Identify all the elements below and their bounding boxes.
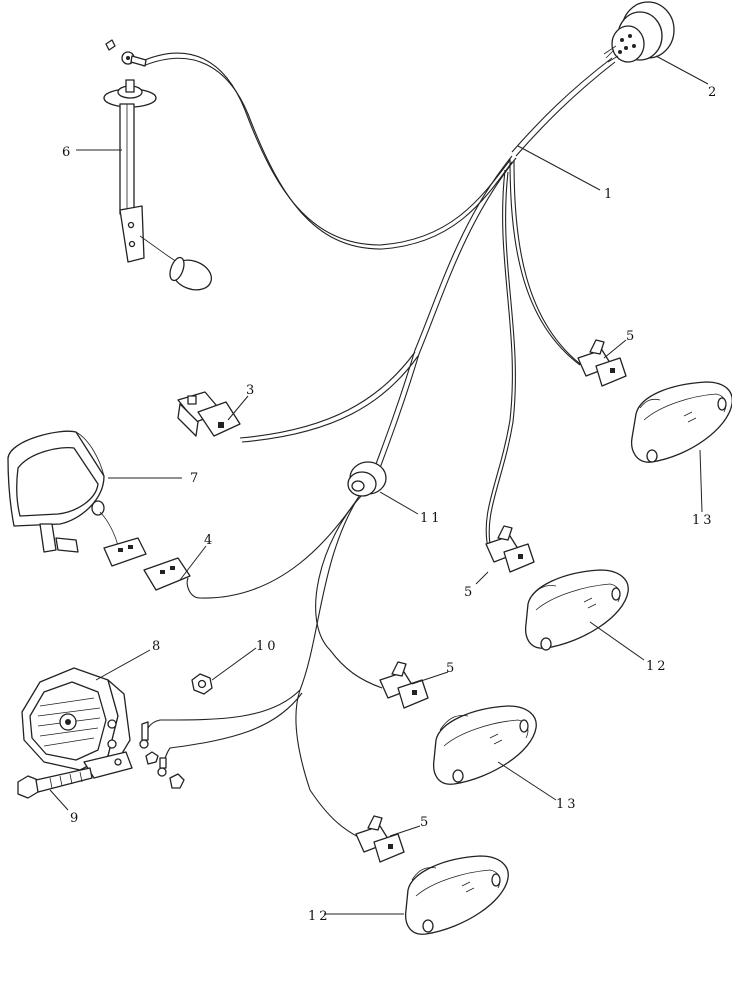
callout-5-bottom: 5 bbox=[420, 815, 431, 830]
callout-13-upper: 13 bbox=[692, 513, 715, 528]
callout-13-lower: 13 bbox=[556, 797, 579, 812]
callout-4: 4 bbox=[204, 533, 215, 548]
connector-5-middle bbox=[379, 661, 429, 709]
callout-labels: 1 2 3 4 5 5 5 5 6 7 8 9 10 11 12 12 13 1… bbox=[62, 85, 719, 924]
connector-3 bbox=[177, 391, 241, 437]
marker-lamp-12-bottom bbox=[404, 855, 509, 935]
level-sender-6 bbox=[103, 39, 213, 291]
connector-5-bottom bbox=[355, 815, 405, 863]
marker-lamp-13-upper bbox=[630, 381, 732, 463]
callout-5-upper-right: 5 bbox=[626, 329, 637, 344]
callout-8: 8 bbox=[152, 639, 163, 654]
callout-5-middle: 5 bbox=[446, 661, 457, 676]
grommet-11 bbox=[347, 461, 387, 497]
callout-12-bottom: 12 bbox=[308, 909, 331, 924]
connector-5-middle-right bbox=[485, 525, 535, 573]
wiring-harness bbox=[139, 52, 616, 839]
callout-2: 2 bbox=[708, 85, 719, 100]
callout-12-middle: 12 bbox=[646, 659, 669, 674]
work-lamp-7 bbox=[7, 430, 119, 553]
backup-alarm-8 bbox=[21, 667, 133, 779]
round-connector-2 bbox=[603, 1, 675, 63]
connector-4 bbox=[103, 537, 191, 591]
bolt-9 bbox=[17, 767, 93, 799]
marker-lamp-12-middle bbox=[524, 569, 629, 651]
nut-10 bbox=[191, 673, 213, 695]
callout-5-middle-right: 5 bbox=[464, 585, 475, 600]
callout-6: 6 bbox=[62, 145, 73, 160]
callout-1: 1 bbox=[604, 187, 615, 202]
leader-lines bbox=[49, 55, 709, 915]
ring-terminals-alarm bbox=[139, 721, 185, 789]
callout-3: 3 bbox=[246, 383, 257, 398]
callout-10: 10 bbox=[256, 639, 279, 654]
connector-5-upper-right bbox=[577, 339, 627, 387]
marker-lamp-13-lower bbox=[432, 705, 537, 785]
callout-9: 9 bbox=[70, 811, 81, 826]
callout-7: 7 bbox=[190, 471, 201, 486]
callout-11: 11 bbox=[420, 511, 443, 526]
